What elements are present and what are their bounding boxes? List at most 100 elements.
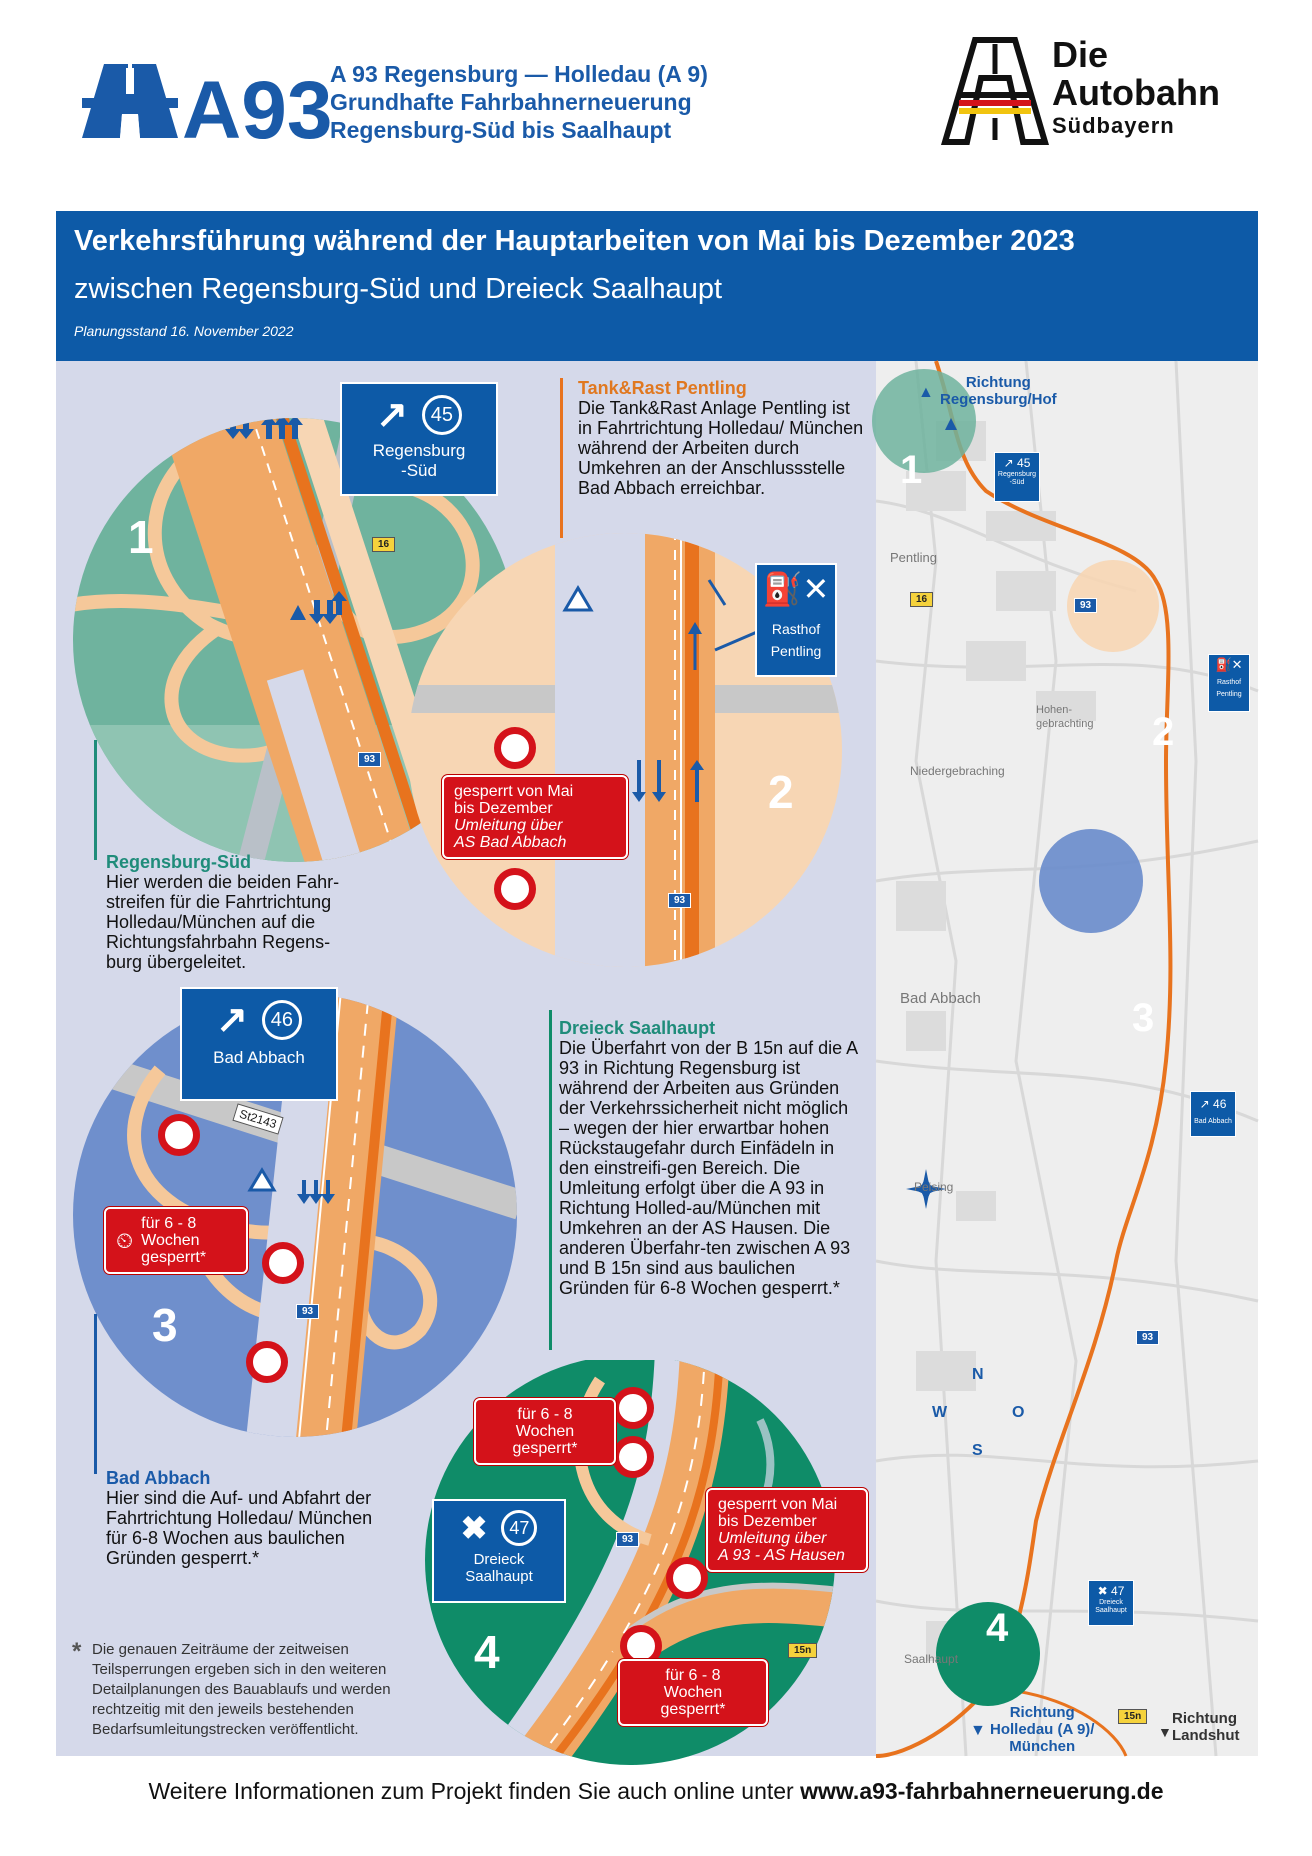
clock-icon: ⏲ xyxy=(116,1228,134,1253)
circle-3-number: 3 xyxy=(152,1299,178,1351)
section-3-text: Bad Abbach Hier sind die Auf- und Abfahr… xyxy=(106,1468,376,1568)
footnote-text: Die genauen Zeiträume der zeitweisen Tei… xyxy=(92,1641,391,1738)
no-entry-icon xyxy=(262,1242,304,1284)
closure-box-tank-rast: gesperrt von Mai bis Dezember Umleitung … xyxy=(442,775,628,859)
exit-sign-47-line1: Dreieck xyxy=(473,1551,525,1568)
motorway-junction-icon: ✖ xyxy=(1097,1584,1108,1598)
fuel-restaurant-icon: ⛽✕ xyxy=(762,571,830,607)
place-niedergebraching: Niedergebraching xyxy=(910,764,1005,778)
overview-road-15n: 15n xyxy=(1118,1709,1148,1724)
compass-n: N xyxy=(972,1366,984,1383)
rasthof-sign-line2: Pentling xyxy=(770,643,822,659)
section-2-title: Tank&Rast Pentling xyxy=(578,378,747,398)
closure-tr-line3: Umleitung über xyxy=(454,817,563,834)
exit-sign-47-line2: Saalhaupt xyxy=(465,1568,533,1585)
overview-map xyxy=(876,361,1258,1756)
direction-holledau: ▼ Richtung Holledau (A 9)/ München xyxy=(970,1704,1095,1755)
direction-regensburg-l1: Richtung xyxy=(965,374,1031,391)
overview-marker-3: 3 xyxy=(1132,996,1155,1040)
overview-sign-rasthof: ⛽✕ Rasthof Pentling xyxy=(1208,654,1250,712)
overview-sign-46: ↗ 46 Bad Abbach xyxy=(1190,1091,1236,1137)
exit-sign-45: ↗ 45 Regensburg -Süd xyxy=(340,382,498,496)
overview-sign-47-num: 47 xyxy=(1111,1584,1125,1598)
project-title: A 93 Regensburg — Holledau (A 9) Grundha… xyxy=(330,60,708,144)
circle-4-road-93: 93 xyxy=(616,1532,640,1547)
closure-tr-line1: gesperrt von Mai xyxy=(454,783,574,800)
brand-line3: Südbayern xyxy=(1052,113,1175,138)
place-hohengebrachting-1: Hohen- xyxy=(1036,704,1073,716)
compass-rose xyxy=(906,1169,946,1209)
overview-road-93: 93 xyxy=(1136,1330,1160,1345)
exit-number-47: 47 xyxy=(501,1510,538,1546)
footer-url-link[interactable]: www.a93-fahrbahnerneuerung.de xyxy=(800,1778,1164,1804)
direction-holledau-l2: Holledau (A 9)/ xyxy=(990,1721,1095,1738)
overview-sign-46-num: 46 xyxy=(1213,1097,1227,1111)
exit-sign-47: ✖ 47 Dreieck Saalhaupt xyxy=(432,1499,566,1603)
overview-marker-2: 2 xyxy=(1152,710,1175,754)
arrow-down-left-icon: ▼ xyxy=(970,1722,986,1739)
exit-arrow-icon: ↗ xyxy=(216,999,248,1041)
no-entry-icon xyxy=(246,1341,288,1383)
overview-sign-rasthof-l2: Pentling xyxy=(1216,691,1242,698)
overview-road-93: 93 xyxy=(1074,598,1098,613)
closure-box-saalhaupt-b: gesperrt von Mai bis Dezember Umleitung … xyxy=(706,1488,868,1572)
closure-sa-a-line1: für 6 - 8 xyxy=(517,1406,573,1423)
direction-landshut-l2: Landshut xyxy=(1172,1727,1240,1744)
arrow-down-right-icon: ▼ xyxy=(1158,1724,1172,1740)
no-entry-icon xyxy=(666,1557,708,1599)
closure-sa-a-line3: gesperrt* xyxy=(512,1440,578,1457)
closure-box-saalhaupt-a: für 6 - 8 Wochen gesperrt* xyxy=(474,1398,616,1465)
brand-line2: Autobahn xyxy=(1052,72,1220,113)
circle-1-number: 1 xyxy=(128,511,154,563)
project-title-line1: A 93 Regensburg — Holledau (A 9) xyxy=(330,61,708,87)
section-3-title: Bad Abbach xyxy=(106,1468,211,1488)
compass-s: S xyxy=(972,1442,983,1459)
banner-title: Verkehrsführung während der Hauptarbeite… xyxy=(74,225,1075,257)
exit-sign-46: ↗ 46 Bad Abbach xyxy=(180,987,338,1101)
closure-sa-b-line3: Umleitung über xyxy=(718,1530,827,1547)
footer: Weitere Informationen zum Projekt finden… xyxy=(0,1778,1312,1805)
direction-holledau-l1: Richtung xyxy=(1009,1704,1075,1721)
overview-marker-1: 1 xyxy=(900,448,923,492)
section-1-text: Regensburg-Süd Hier werden die beiden Fa… xyxy=(106,852,366,972)
a93-logo-text: A93 xyxy=(182,65,332,156)
circle-3-road-93: 93 xyxy=(296,1304,320,1319)
closure-tr-line4: AS Bad Abbach xyxy=(454,834,567,851)
section-2-text: Tank&Rast Pentling Die Tank&Rast Anlage … xyxy=(578,378,868,498)
place-peising: Peising xyxy=(914,1180,954,1194)
title-banner: Verkehrsführung während der Hauptarbeite… xyxy=(56,211,1258,361)
no-entry-icon xyxy=(612,1436,654,1478)
overview-marker-4: 4 xyxy=(986,1606,1009,1650)
circle-4-number: 4 xyxy=(474,1626,500,1678)
no-entry-icon xyxy=(494,868,536,910)
overview-sign-45-l2: -Süd xyxy=(1009,479,1025,486)
circle-1-road-16: 16 xyxy=(372,537,396,552)
exit-number-46: 46 xyxy=(261,999,302,1040)
compass-w: W xyxy=(932,1404,948,1421)
autobahn-icon xyxy=(82,64,178,138)
rasthof-sign: ⛽✕ Rasthof Pentling xyxy=(755,563,837,677)
fuel-restaurant-icon: ⛽✕ xyxy=(1215,657,1243,672)
exit-sign-45-line2: -Süd xyxy=(401,461,437,480)
closure-ba-line1: für 6 - 8 xyxy=(141,1215,197,1232)
circle-4-road-15n: 15n xyxy=(788,1643,818,1658)
brand-wordmark: Die Autobahn Südbayern xyxy=(1052,36,1220,140)
overview-sign-rasthof-l1: Rasthof xyxy=(1216,679,1242,686)
section-1-leader-line xyxy=(94,740,97,860)
place-pentling: Pentling xyxy=(890,550,937,565)
no-entry-icon xyxy=(494,727,536,769)
exit-number-45: 45 xyxy=(421,394,462,435)
direction-regensburg-l2: Regensburg/Hof xyxy=(940,391,1057,408)
section-1-title: Regensburg-Süd xyxy=(106,852,252,872)
closure-sa-b-line4: A 93 - AS Hausen xyxy=(718,1547,845,1564)
closure-sa-c-line1: für 6 - 8 xyxy=(665,1667,721,1684)
direction-regensburg: ▲ Richtung Regensburg/Hof xyxy=(918,374,1057,408)
closure-ba-line2: Wochen xyxy=(141,1232,200,1249)
overview-sign-47-l2: Saalhaupt xyxy=(1095,1607,1127,1614)
section-2-body: Die Tank&Rast Anlage Pentling ist in Fah… xyxy=(578,398,864,498)
closure-ba-line3: gesperrt* xyxy=(141,1249,207,1266)
no-entry-icon xyxy=(158,1114,200,1156)
section-1-body: Hier werden die beiden Fahr-streifen für… xyxy=(106,872,340,972)
closure-sa-a-line2: Wochen xyxy=(515,1423,575,1440)
exit-sign-46-label: Bad Abbach xyxy=(213,1048,305,1067)
